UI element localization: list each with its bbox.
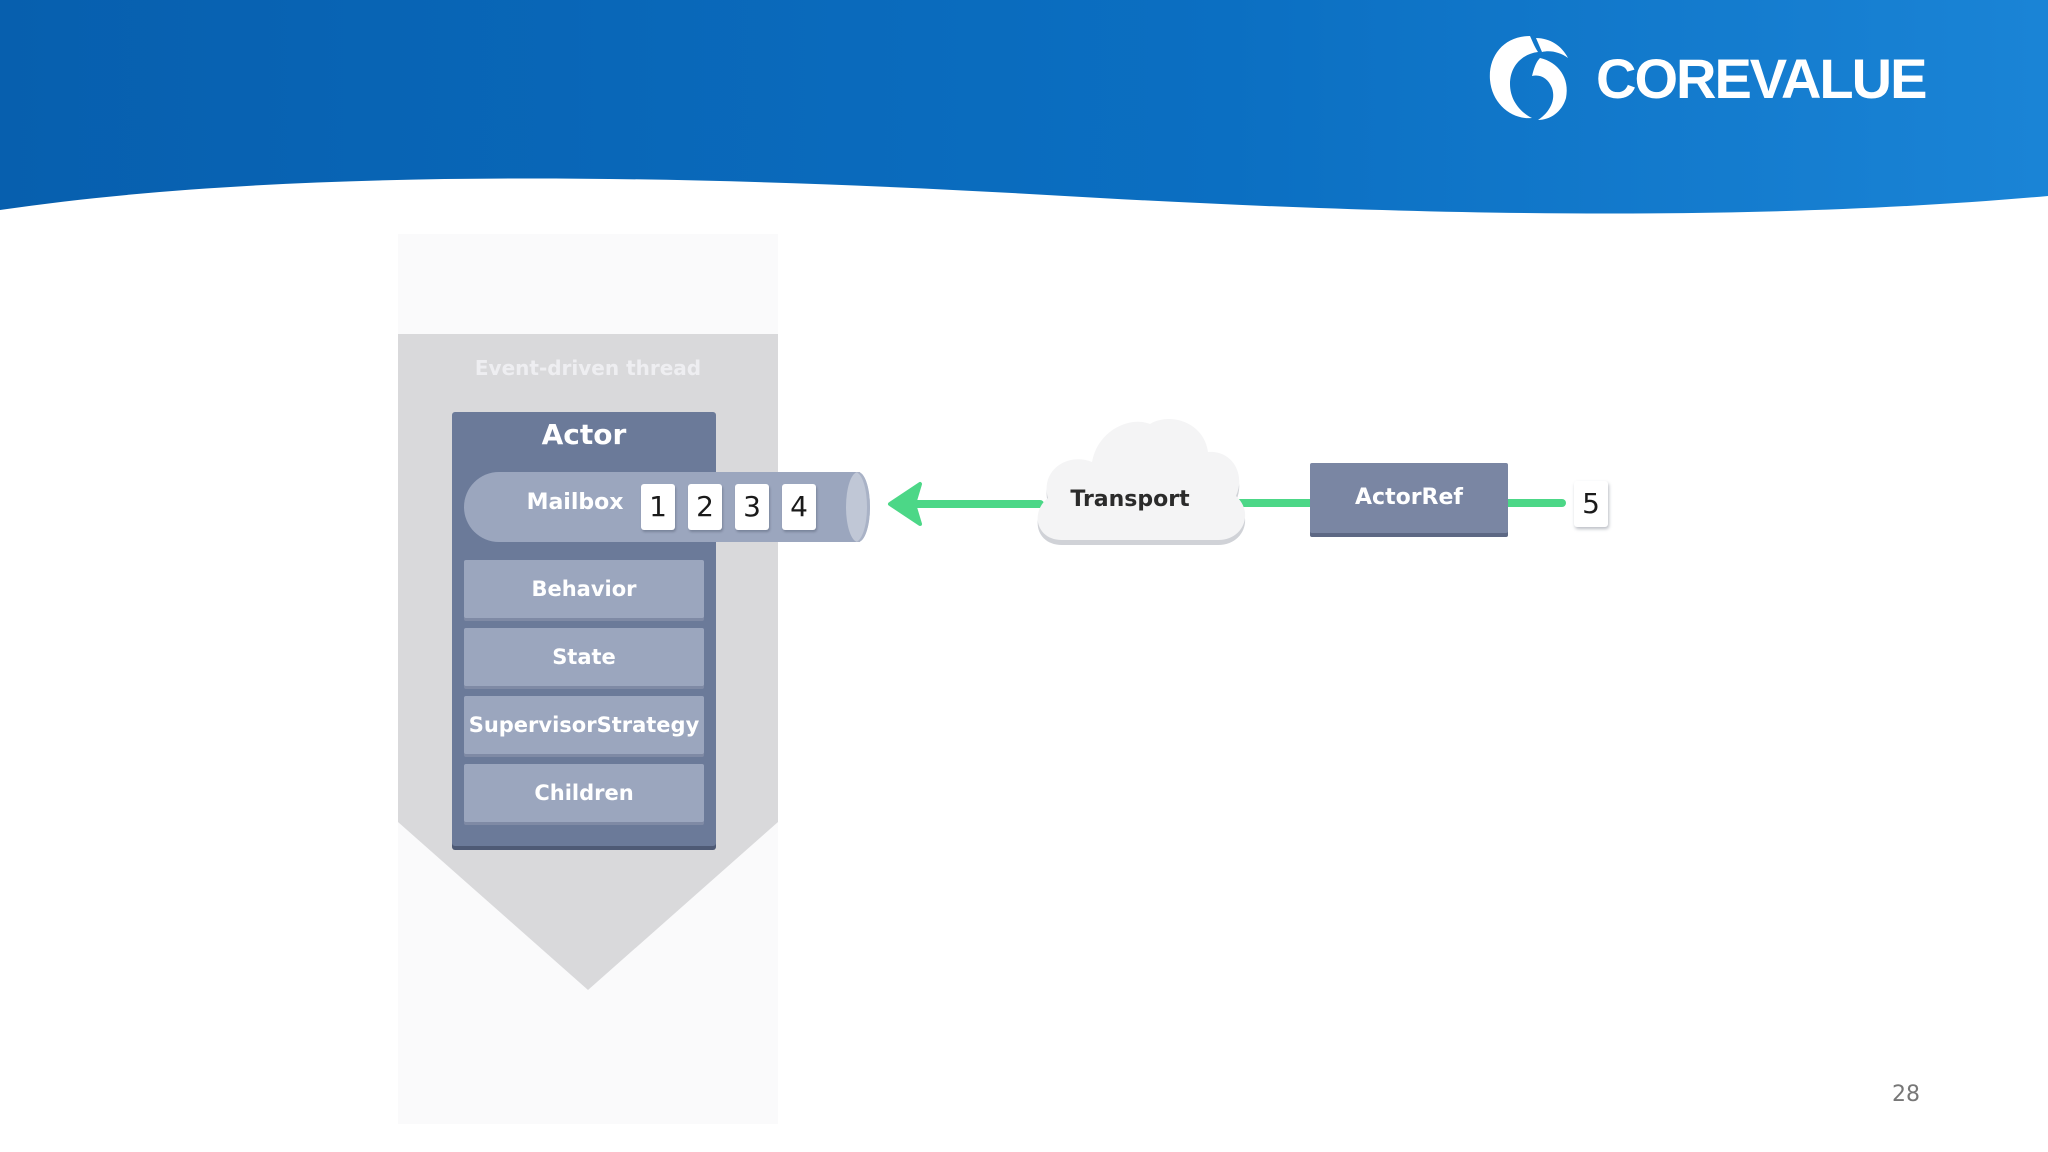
thread-label: Event-driven thread [474, 356, 702, 380]
actor-children: Children [464, 764, 704, 822]
header-banner [0, 0, 2048, 214]
arrow-to-mailbox [888, 482, 1044, 526]
actor-ref-box: ActorRef [1310, 463, 1508, 533]
actor-supervisor-strategy: SupervisorStrategy [464, 696, 704, 754]
page-number: 28 [1892, 1082, 1920, 1107]
corevalue-logo: COREVALUE [1480, 28, 1927, 128]
mailbox-pipe-end [846, 472, 870, 542]
actor-behavior: Behavior [464, 560, 704, 618]
transport-label: Transport [1070, 487, 1190, 512]
corevalue-swirl-icon [1489, 36, 1568, 120]
mailbox-message: 2 [688, 484, 722, 530]
mailbox-label: Mailbox [526, 490, 624, 515]
transport-cloud [1037, 419, 1246, 545]
mailbox-message: 3 [735, 484, 769, 530]
actor-title: Actor [541, 418, 627, 451]
incoming-message: 5 [1574, 481, 1608, 527]
mailbox-message: 1 [641, 484, 675, 530]
actor-state: State [464, 628, 704, 686]
mailbox-message: 4 [782, 484, 816, 530]
logo-wordmark: COREVALUE [1596, 47, 1927, 110]
